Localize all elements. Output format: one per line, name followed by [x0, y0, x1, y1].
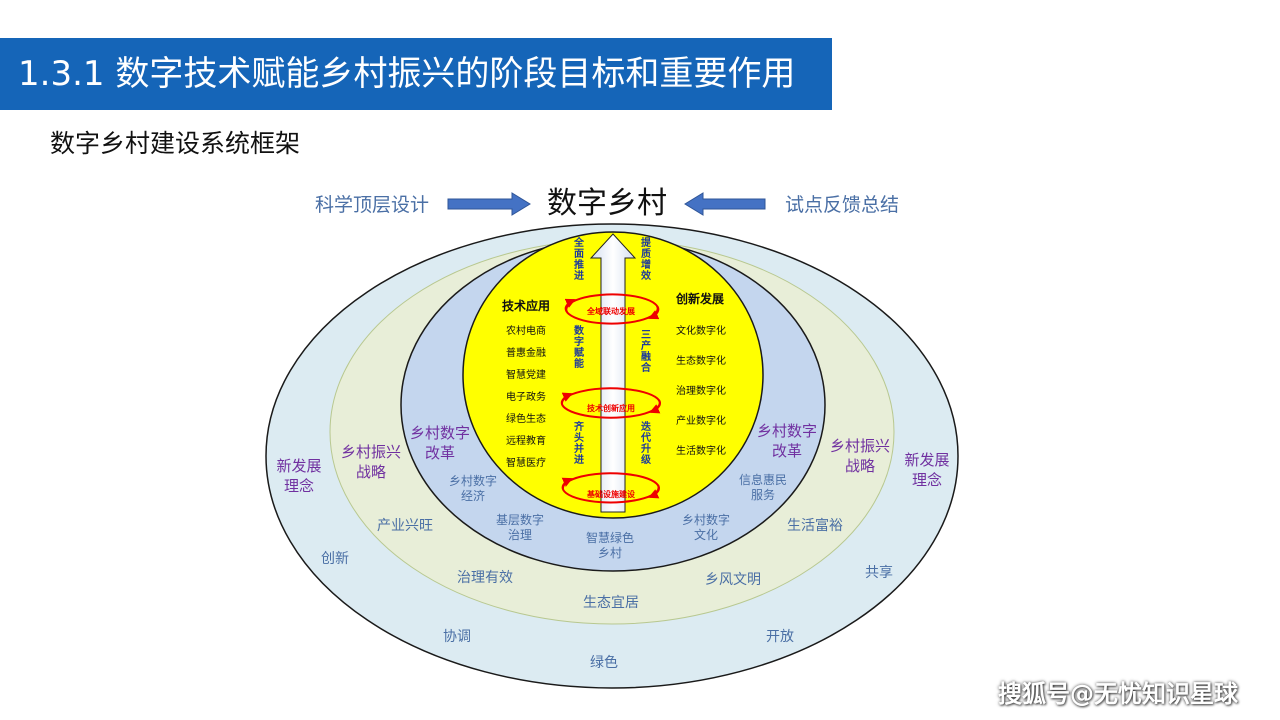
outer-ring-item: 共享 [865, 564, 893, 581]
core-right-item: 产业数字化 [676, 414, 726, 427]
vertical-label-left: 全面推进 [573, 236, 585, 282]
upward-arrow-icon [589, 233, 637, 513]
third-ring-item: 乡村 [598, 546, 622, 560]
outer-ring-label-right: 理念 [912, 471, 942, 489]
cycle-bottom: 基础设施建设 [561, 472, 660, 504]
vertical-label-left: 数字赋能 [574, 324, 585, 370]
second-ring-item: 治理有效 [457, 570, 513, 586]
top-left-label: 科学顶层设计 [315, 194, 429, 216]
second-ring-label-right: 战略 [845, 457, 875, 475]
cycle-label: 技术创新应用 [587, 403, 635, 413]
core-left-item: 普惠金融 [506, 346, 546, 359]
top-right-label: 试点反馈总结 [785, 194, 899, 216]
core-left-item: 智慧党建 [506, 368, 546, 381]
outer-ring-item: 创新 [321, 551, 349, 567]
core-right-title: 创新发展 [675, 291, 724, 306]
second-ring-item: 生活富裕 [787, 517, 843, 534]
cycle-label: 基础设施建设 [586, 489, 635, 499]
core-right-item: 文化数字化 [676, 324, 726, 337]
core-left-item: 远程教育 [506, 434, 546, 447]
third-ring-item: 服务 [751, 487, 775, 502]
outer-ring-label-right: 新发展 [904, 451, 949, 469]
third-ring-item: 经济 [461, 488, 485, 503]
cycle-top: 全域联动发展 [564, 293, 660, 325]
second-ring-item: 产业兴旺 [377, 518, 433, 534]
core-right-item: 生态数字化 [676, 354, 726, 367]
outer-ring-item: 协调 [443, 629, 471, 645]
third-ring-item: 治理 [508, 528, 532, 542]
core-left-item: 农村电商 [506, 324, 546, 337]
second-ring-label-left: 乡村振兴 [341, 443, 401, 461]
third-ring-label-right: 乡村数字 [757, 422, 817, 440]
page-title: 1.3.1 数字技术赋能乡村振兴的阶段目标和重要作用 [0, 38, 832, 110]
right-pointing-arrow-icon [447, 192, 531, 216]
vertical-label-right: 提质增效 [641, 236, 652, 282]
third-ring-label-left: 乡村数字 [410, 424, 470, 442]
third-ring-item: 文化 [694, 527, 718, 542]
cycle-middle: 技术创新应用 [560, 387, 661, 419]
third-ring-item: 信息惠民 [739, 472, 787, 487]
second-ring-label-right: 乡村振兴 [830, 437, 890, 455]
third-ring-item: 乡村数字 [449, 473, 497, 488]
core-left-item: 电子政务 [506, 390, 546, 403]
outer-ring-label-left: 新发展 [276, 457, 321, 475]
left-pointing-arrow-icon [684, 192, 766, 216]
watermark: 搜狐号@无忧知识星球 [998, 680, 1238, 708]
outer-ring-item: 绿色 [590, 654, 618, 671]
outer-ring-label-left: 理念 [284, 477, 314, 495]
third-ring-item: 智慧绿色 [586, 530, 634, 545]
vertical-label-left: 齐头并进 [574, 420, 585, 466]
outer-ring-item: 开放 [766, 629, 794, 645]
core-left-item: 绿色生态 [506, 412, 546, 425]
third-ring-label-right: 改革 [772, 442, 802, 460]
third-ring-item: 乡村数字 [682, 512, 730, 527]
second-ring-label-left: 战略 [356, 463, 386, 481]
third-ring-label-left: 改革 [425, 444, 455, 462]
core-left-title: 技术应用 [502, 298, 550, 313]
core-right-item: 治理数字化 [676, 384, 726, 397]
page-subtitle: 数字乡村建设系统框架 [50, 129, 301, 158]
vertical-label-right: 迭代升级 [640, 420, 652, 466]
top-center-label: 数字乡村 [547, 186, 667, 221]
core-right-item: 生活数字化 [676, 444, 726, 457]
second-ring-item: 生态宜居 [583, 595, 639, 611]
third-ring-item: 基层数字 [496, 512, 544, 527]
second-ring-item: 乡风文明 [705, 572, 761, 588]
vertical-label-right: 三产融合 [640, 329, 652, 374]
core-left-item: 智慧医疗 [506, 456, 546, 469]
cycle-label: 全域联动发展 [586, 306, 635, 316]
